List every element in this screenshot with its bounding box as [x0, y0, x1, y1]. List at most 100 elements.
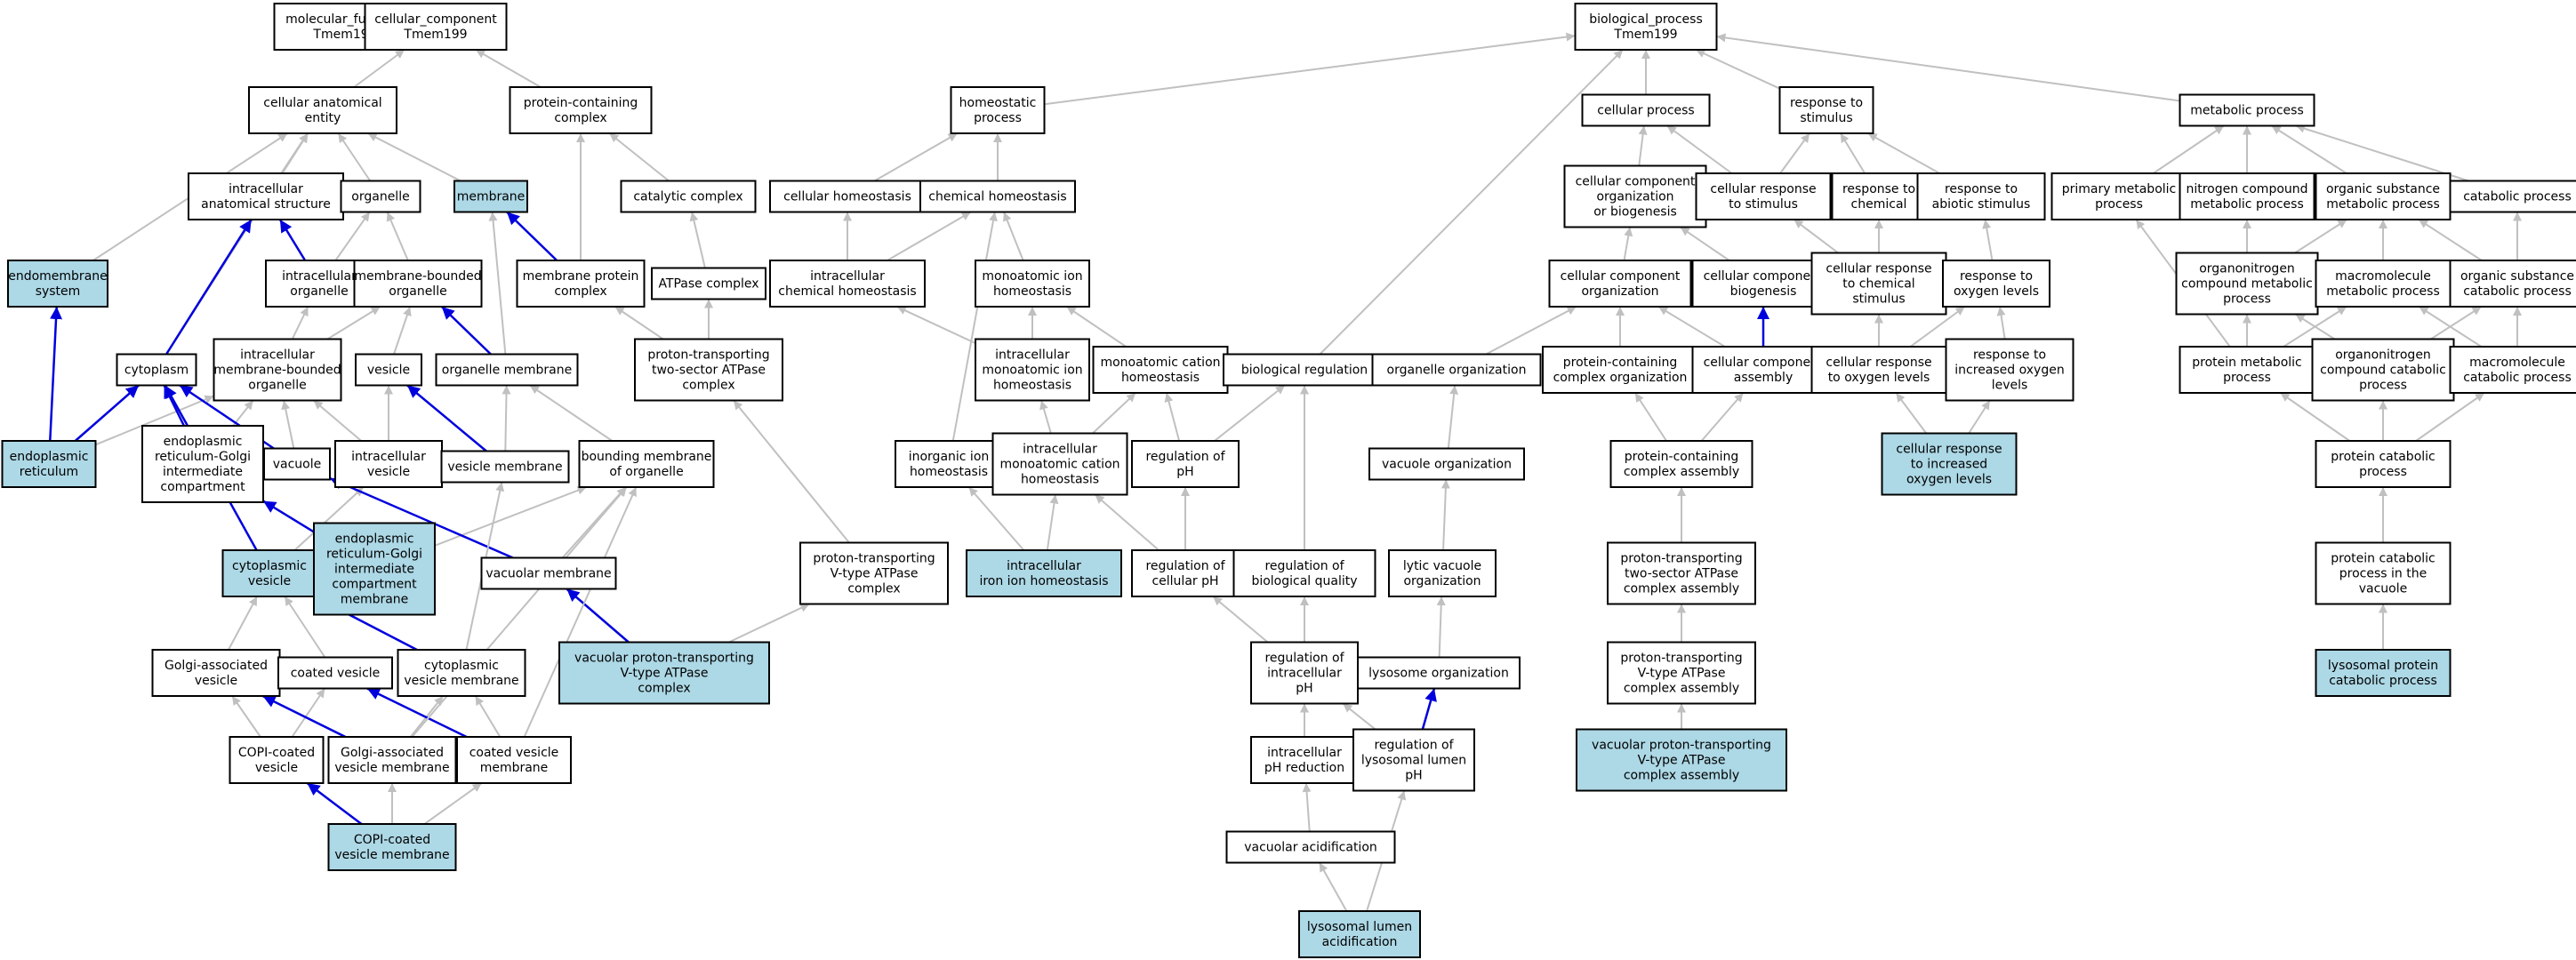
node-label: increased oxygen — [1954, 364, 2064, 378]
node-label: membrane — [341, 593, 409, 607]
node-box — [1232, 549, 1376, 597]
node-label: organonitrogen — [2199, 262, 2295, 276]
node-label: intracellular — [995, 348, 1070, 363]
is-a-edge — [2294, 313, 2336, 340]
node-label: vesicle — [255, 761, 298, 775]
node-label: process in the — [2339, 567, 2427, 581]
node-label: Tmem199 — [312, 28, 376, 42]
node-label: intracellular — [1267, 667, 1342, 681]
node-label: to stimulus — [1729, 197, 1798, 212]
is-a-edge — [1164, 392, 1181, 442]
node-label: homeostasis — [1021, 473, 1099, 487]
is-a-edge — [2279, 392, 2351, 442]
node-box — [950, 86, 1046, 134]
node-box — [435, 353, 579, 387]
node-box — [558, 641, 770, 705]
node-box — [634, 338, 783, 402]
node-label: catabolic process — [2463, 284, 2572, 299]
node-box — [355, 353, 422, 387]
is-a-edge — [1318, 862, 1348, 912]
is-a-edge — [334, 211, 371, 261]
node-label: membrane-bounded — [354, 269, 481, 284]
node-box — [919, 180, 1076, 213]
node-box — [397, 649, 526, 697]
node-label: regulation of — [1264, 652, 1344, 666]
node-box — [334, 440, 443, 488]
node-label: regulation of — [1264, 559, 1344, 573]
node-label: process — [974, 111, 1022, 125]
node-box — [1810, 252, 1947, 316]
part-of-edge — [366, 687, 468, 739]
node-box — [116, 353, 197, 387]
go-term-node: organelle organization — [1371, 353, 1542, 387]
is-a-edge — [1094, 493, 1160, 551]
is-a-edge — [367, 132, 461, 182]
is-a-edge — [291, 687, 326, 738]
node-label: or biogenesis — [1593, 205, 1677, 220]
node-label: compartment — [332, 578, 417, 592]
node-label: catabolic process — [2329, 674, 2437, 688]
node-label: vacuolar proton-transporting — [574, 652, 754, 666]
node-box — [248, 86, 397, 134]
go-term-node: chemical homeostasis — [919, 180, 1076, 213]
node-label: cellular homeostasis — [783, 190, 911, 204]
node-box — [1368, 447, 1525, 481]
node-label: membrane-bounded — [213, 364, 341, 378]
is-a-edge — [733, 399, 850, 544]
node-label: organization — [1403, 574, 1481, 588]
node-label: membrane protein — [523, 269, 639, 284]
node-label: homeostasis — [993, 284, 1071, 299]
node-label: vacuole — [2359, 582, 2408, 596]
node-box — [1357, 656, 1521, 690]
part-of-edge — [329, 476, 514, 559]
node-box — [1607, 541, 1756, 605]
is-a-edge — [434, 485, 587, 547]
is-a-edge — [1046, 494, 1059, 551]
node-label: cellular process — [1597, 104, 1694, 118]
node-label: lytic vacuole — [1403, 559, 1481, 573]
node-label: pH — [1405, 769, 1422, 783]
is-a-edge — [896, 306, 976, 345]
node-label: homeostasis — [910, 465, 988, 479]
node-label: membrane — [480, 761, 549, 775]
node-label: system — [36, 284, 81, 299]
is-a-edge — [689, 212, 706, 268]
is-a-edge — [1044, 32, 1576, 106]
is-a-edge — [561, 486, 627, 559]
node-box — [2315, 440, 2452, 488]
node-box — [2449, 346, 2576, 394]
node-label: reticulum — [20, 465, 78, 479]
node-box — [1, 440, 97, 488]
node-label: vacuolar acidification — [1244, 841, 1377, 855]
go-term-node: cytoplasm — [116, 353, 197, 387]
node-box — [578, 440, 715, 488]
node-label: intermediate — [163, 465, 243, 479]
node-box — [2050, 172, 2187, 220]
is-a-edge — [1623, 227, 1633, 261]
go-term-node: catalytic complex — [620, 180, 757, 213]
node-box — [509, 86, 653, 134]
is-a-edge — [228, 596, 258, 651]
is-a-edge — [614, 306, 664, 340]
is-a-edge — [2294, 219, 2347, 254]
node-box — [2315, 260, 2452, 308]
node-label: Golgi-associated — [165, 659, 268, 673]
node-label: intracellular — [1267, 746, 1342, 760]
node-box — [1131, 549, 1240, 597]
